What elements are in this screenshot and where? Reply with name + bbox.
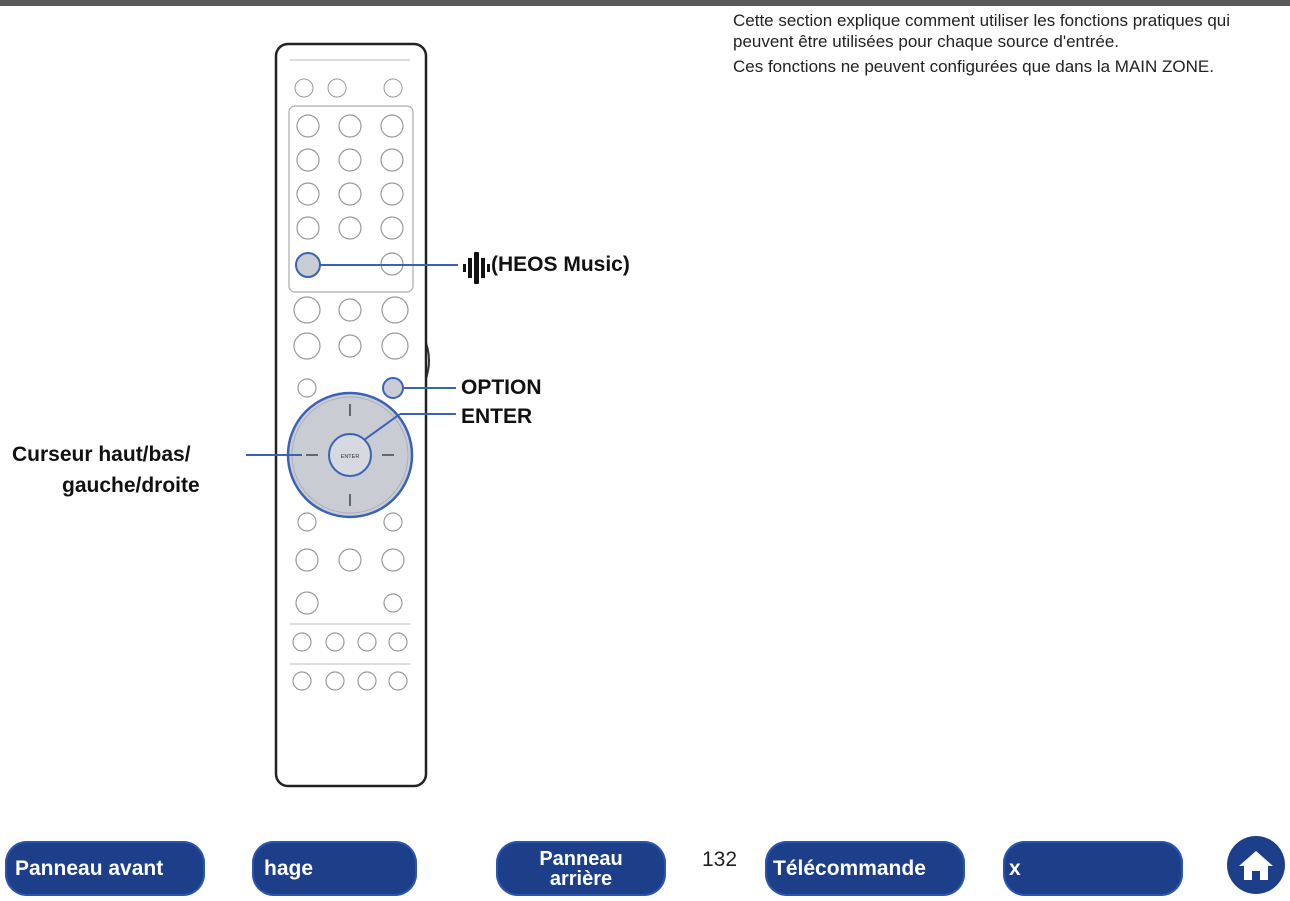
nav-display-button[interactable]: hage (252, 841, 417, 896)
heos-music-button (295, 252, 321, 278)
top-bar (0, 0, 1290, 6)
home-icon (1239, 851, 1273, 880)
nav-index-button[interactable]: x (1003, 841, 1183, 896)
power-icon (383, 78, 403, 98)
intro-line-1: Cette section explique comment utiliser … (733, 11, 1231, 30)
nav-rear-panel-label-1: Panneau (539, 847, 623, 870)
nav-remote-control-label: Télécommande (773, 856, 926, 880)
enter-label: ENTER (461, 405, 533, 428)
intro-text: Cette section explique comment utiliser … (733, 10, 1290, 83)
nav-front-panel-label: Panneau avant (15, 856, 164, 880)
remote-illustration: ENTER (246, 42, 490, 788)
nav-display-label: hage (264, 856, 314, 880)
enter-button (328, 433, 372, 477)
intro-line-2: peuvent être utilisées pour chaque sourc… (733, 32, 1119, 51)
option-label: OPTION (461, 376, 542, 399)
nav-front-panel-button[interactable]: Panneau avant (5, 841, 205, 896)
nav-rear-panel-button[interactable]: Panneau arrière (496, 841, 666, 896)
cursor-label-line-2: gauche/droite (62, 474, 200, 497)
cursor-label-line-1: Curseur haut/bas/ (12, 443, 191, 466)
option-button (382, 377, 404, 399)
nav-index-label: x (1009, 856, 1021, 880)
heos-icon (463, 252, 490, 284)
nav-remote-control-button[interactable]: Télécommande (765, 841, 965, 896)
home-button[interactable] (1227, 836, 1285, 894)
enter-key-text: ENTER (341, 454, 360, 460)
page-number: 132 (702, 848, 738, 871)
intro-paragraph-2: Ces fonctions ne peuvent configurées que… (733, 57, 1214, 76)
heos-music-label: (HEOS Music) (491, 253, 630, 276)
intro-paragraph-1: Cette section explique comment utiliser … (733, 10, 1290, 52)
nav-rear-panel-label-2: arrière (549, 867, 613, 890)
